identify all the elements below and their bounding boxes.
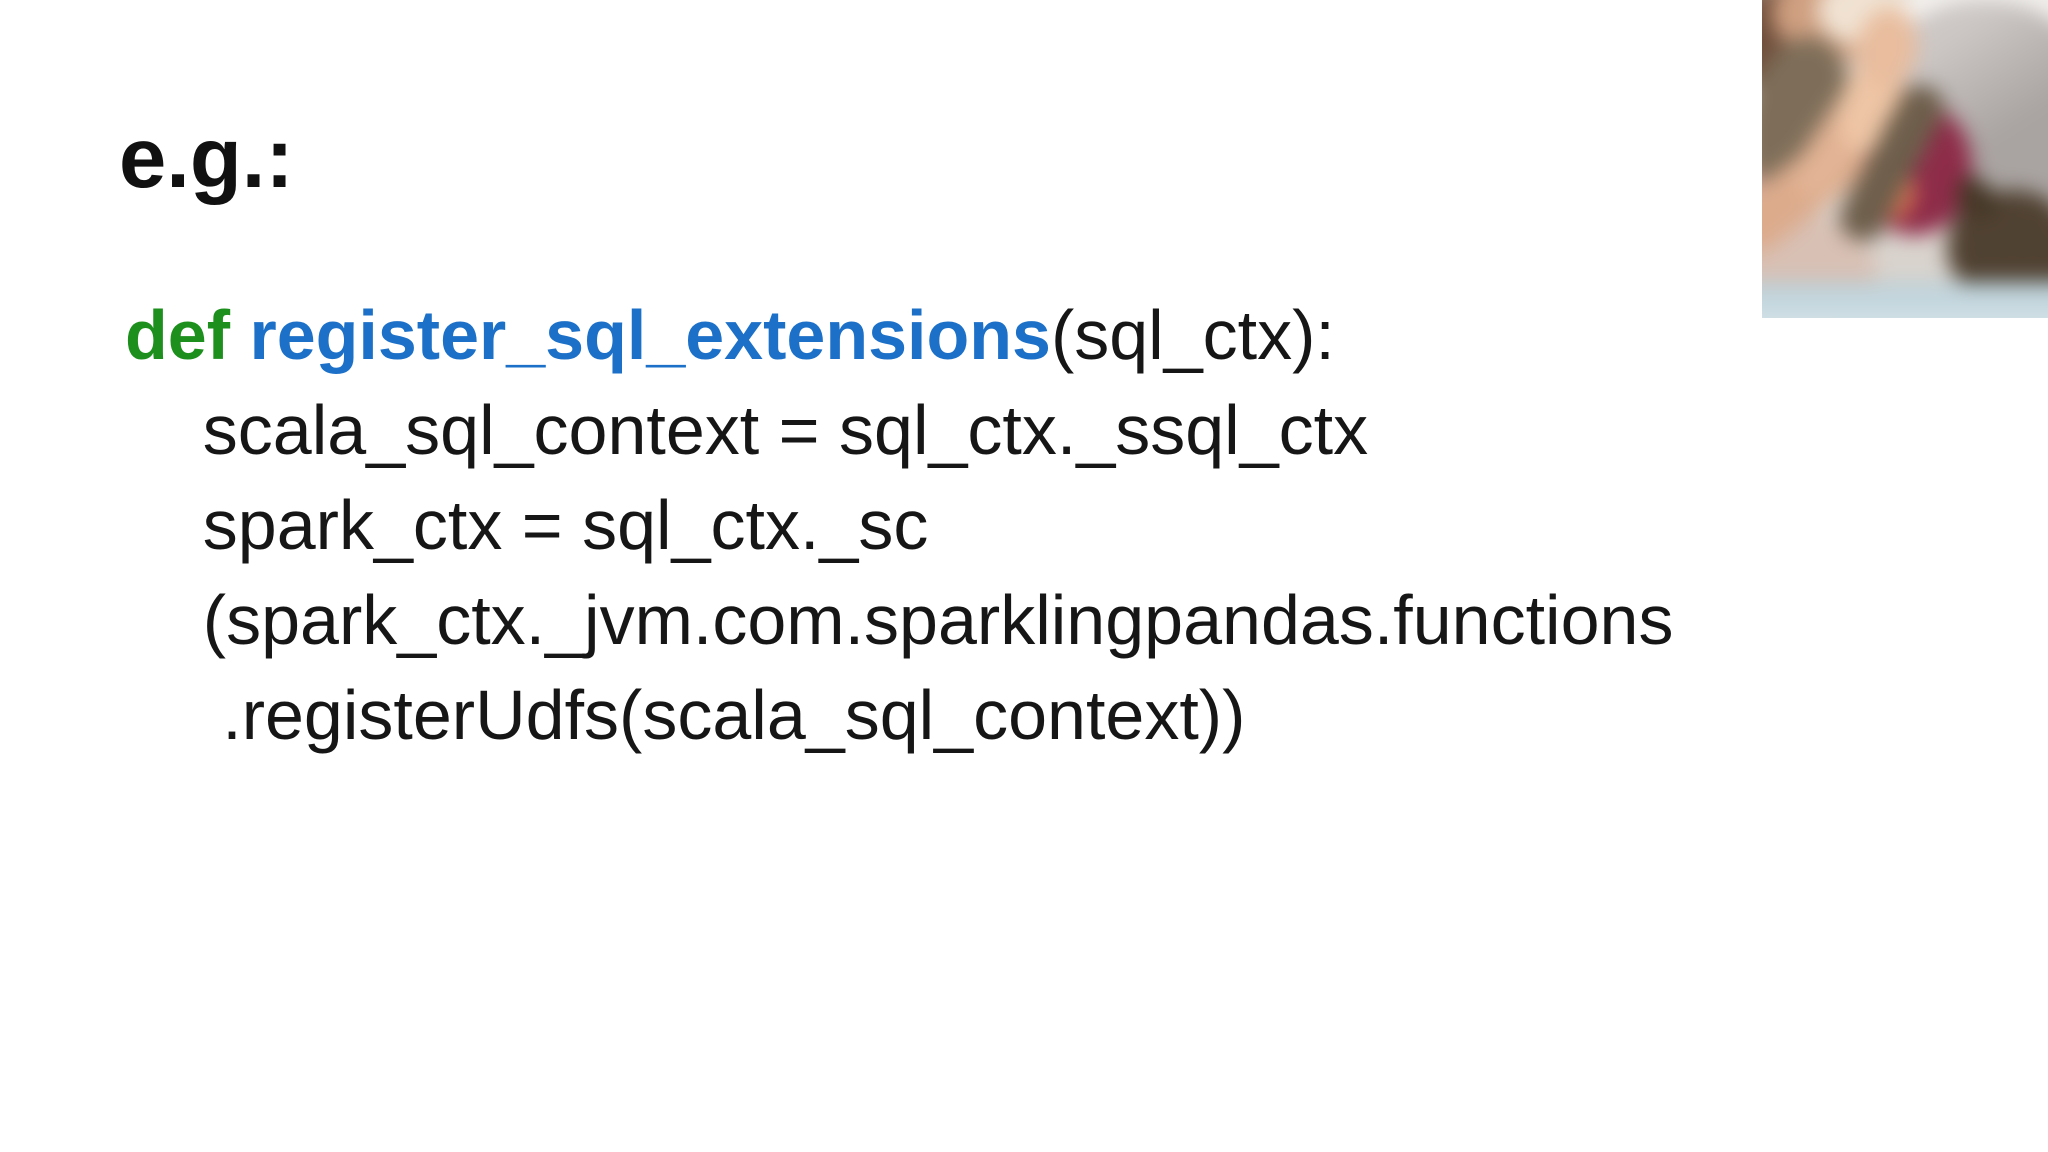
function-name: register_sql_extensions <box>249 296 1051 374</box>
photo-paint-layer <box>1762 0 2048 318</box>
code-line: (spark_ctx._jvm.com.sparklingpandas.func… <box>125 581 1674 659</box>
function-signature: (sql_ctx): <box>1050 296 1335 374</box>
slide-title: e.g.: <box>119 111 294 206</box>
python-def-keyword: def <box>125 296 250 374</box>
speaker-webcam-photo <box>1762 0 2048 318</box>
code-block: def register_sql_extensions(sql_ctx): sc… <box>125 288 1673 763</box>
code-line: .registerUdfs(scala_sql_context)) <box>125 676 1246 754</box>
code-line: scala_sql_context = sql_ctx._ssql_ctx <box>125 391 1369 469</box>
code-line: spark_ctx = sql_ctx._sc <box>125 486 929 564</box>
photo-blob-blue-strip <box>1762 282 2048 318</box>
code-line-def: def register_sql_extensions(sql_ctx): <box>125 288 1673 383</box>
